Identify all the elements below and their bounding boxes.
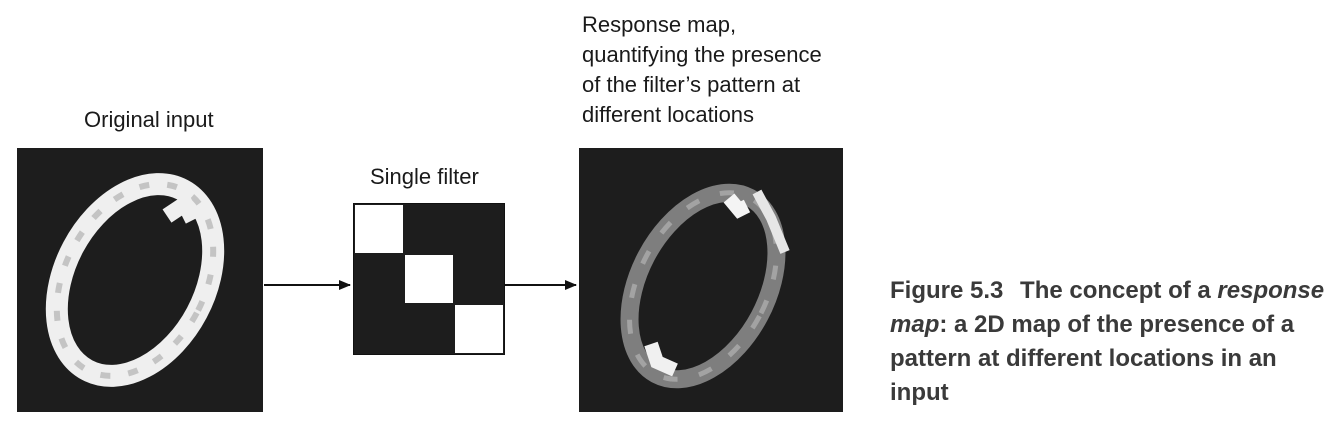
figure-caption: Figure 5.3 The concept of a response map…: [890, 274, 1330, 410]
figure-number: Figure 5.3: [890, 277, 1004, 304]
response-map-image: [579, 148, 843, 412]
filter-cell-white: [455, 305, 503, 353]
response-map-label-line: of the filter’s pattern at: [582, 72, 801, 97]
single-filter-label: Single filter: [370, 164, 479, 189]
caption-prefix: The concept of a: [1020, 277, 1211, 304]
digit-zero-drawing: [45, 173, 225, 387]
response-map-label: Response map, quantifying the presence o…: [582, 10, 882, 130]
response-map-label-line: Response map,: [582, 12, 737, 37]
original-input-label: Original input: [84, 107, 214, 132]
filter-cell-white: [405, 255, 453, 303]
filter-cell-white: [355, 205, 403, 253]
caption-term: response map: [890, 277, 1325, 338]
single-filter-grid: [353, 203, 505, 355]
original-input-image: [17, 148, 263, 412]
response-map-label-line: quantifying the presence: [582, 42, 822, 67]
caption-rest: : a 2D map of the presence of a pattern …: [890, 311, 1295, 406]
response-map-label-line: different locations: [582, 102, 755, 127]
response-map-drawing: [620, 183, 790, 389]
